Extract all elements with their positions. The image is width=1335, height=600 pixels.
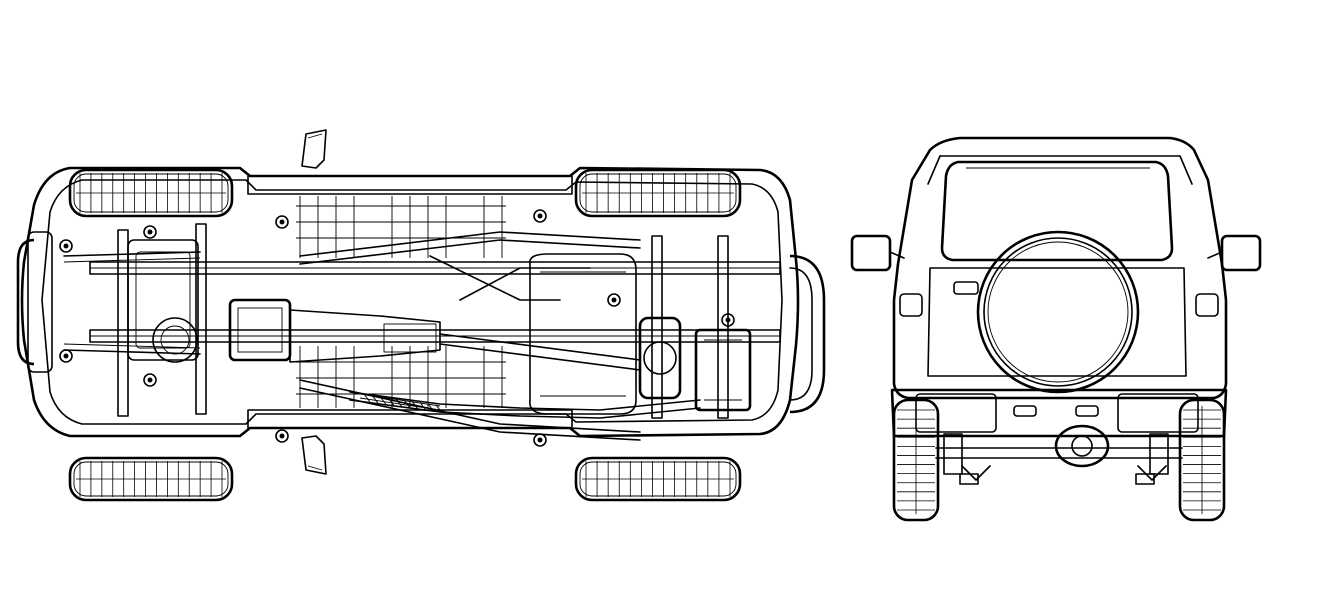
bolt — [607, 293, 621, 307]
rocker-sill-bottom — [247, 409, 573, 429]
rear-tires — [892, 398, 1226, 522]
mounting-bolts — [59, 209, 735, 447]
front-diff — [152, 317, 198, 363]
tail-light-right — [1195, 293, 1219, 317]
bolt-center — [147, 377, 153, 383]
bolt-center — [279, 433, 285, 439]
reflector-right — [1075, 405, 1099, 417]
tail-light-left — [899, 293, 923, 317]
rear-axle — [935, 447, 1183, 459]
trailing-arm-top — [299, 231, 641, 265]
shock-left — [943, 433, 963, 475]
braid-mark — [427, 403, 435, 412]
bolt — [143, 373, 157, 387]
tire — [574, 456, 742, 502]
bolt — [59, 349, 73, 363]
bolt — [275, 429, 289, 443]
bolt-center — [611, 297, 617, 303]
tire — [574, 168, 742, 218]
mirror-left — [850, 234, 892, 272]
rear-body-outline — [892, 136, 1228, 400]
spare-tire — [976, 230, 1140, 394]
steering-rod — [63, 251, 201, 355]
mirror-bottom — [301, 435, 327, 475]
tire-inner — [579, 461, 737, 497]
bolt — [721, 313, 735, 327]
braid-mark — [395, 398, 403, 408]
bolt-center — [537, 437, 543, 443]
spare-tire-edge — [789, 254, 826, 414]
bolt — [533, 433, 547, 447]
trailing-arm-bottom — [299, 379, 641, 441]
mirror-right — [1220, 234, 1262, 272]
tire — [68, 456, 234, 502]
floor-pan-ribs — [296, 196, 506, 408]
door-handle — [953, 281, 979, 295]
rocker-sill-top — [247, 175, 573, 195]
fuel-tank — [529, 253, 637, 415]
underside-view — [16, 129, 826, 502]
cross-member — [195, 223, 207, 415]
rear-tire — [892, 398, 940, 522]
muffler — [694, 328, 752, 412]
shock-right — [1149, 433, 1169, 475]
tire — [68, 168, 234, 218]
front-bumper — [16, 238, 35, 366]
bolt — [59, 239, 73, 253]
transmission — [289, 309, 441, 363]
bolt-center — [147, 229, 153, 235]
tailgate — [927, 267, 1187, 377]
rear-diff-housing — [1054, 424, 1110, 468]
driveshaft — [439, 333, 641, 371]
reflector-left — [1013, 405, 1037, 417]
bolt-center — [279, 219, 285, 225]
bolt-center — [537, 213, 543, 219]
body-outline — [20, 166, 800, 438]
bolt — [275, 215, 289, 229]
braid-mark — [363, 393, 371, 403]
front-axle — [127, 239, 199, 361]
bolt-center — [63, 353, 69, 359]
bolt — [143, 225, 157, 239]
cross-member — [651, 235, 663, 419]
rear-tire — [1178, 398, 1226, 522]
mirror-top — [301, 129, 327, 169]
tire-inner — [73, 461, 229, 497]
front-bumper-plate — [27, 231, 53, 373]
rear-window — [940, 160, 1174, 262]
body-inner-outline — [41, 179, 783, 425]
tire-inner — [73, 173, 229, 213]
bolt — [533, 209, 547, 223]
bolt-center — [63, 243, 69, 249]
bolt-center — [725, 317, 731, 323]
tires — [68, 168, 742, 502]
tire-inner — [579, 173, 737, 213]
rear-diff — [638, 316, 682, 400]
cross-member — [717, 235, 729, 419]
bumper-pad-right — [1117, 393, 1199, 433]
exhaust-pipe — [349, 391, 701, 411]
